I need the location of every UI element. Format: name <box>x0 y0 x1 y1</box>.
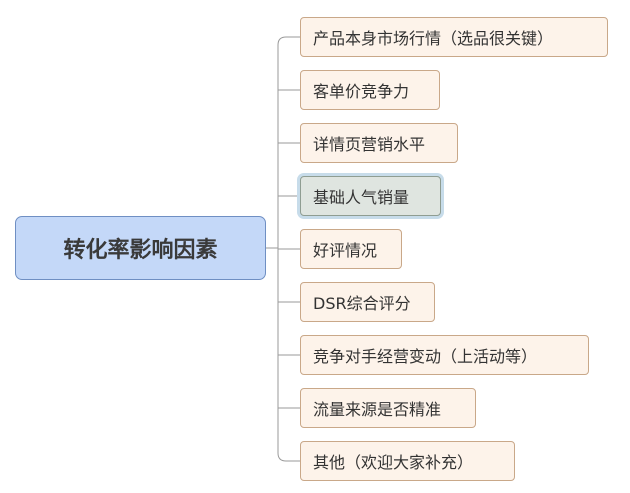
central-topic-label: 转化率影响因素 <box>63 237 218 263</box>
topic-price-competitiveness[interactable]: 客单价竞争力 <box>300 70 440 110</box>
topic-label: DSR综合评分 <box>313 294 411 313</box>
topic-label: 流量来源是否精准 <box>313 400 442 419</box>
central-topic[interactable]: 转化率影响因素 <box>15 216 266 280</box>
topic-label: 好评情况 <box>313 241 378 260</box>
topic-label: 客单价竞争力 <box>313 82 410 101</box>
topic-market-trend[interactable]: 产品本身市场行情（选品很关键） <box>300 17 608 57</box>
topic-label: 竞争对手经营变动（上活动等） <box>313 347 538 366</box>
topic-positive-reviews[interactable]: 好评情况 <box>300 229 402 269</box>
topic-competitor-changes[interactable]: 竞争对手经营变动（上活动等） <box>300 335 589 375</box>
topic-dsr-score[interactable]: DSR综合评分 <box>300 282 435 322</box>
topic-label: 其他（欢迎大家补充） <box>313 453 474 472</box>
topic-others[interactable]: 其他（欢迎大家补充） <box>300 441 515 481</box>
topic-label: 基础人气销量 <box>313 188 410 207</box>
branch-connector <box>277 36 300 46</box>
branch-connector <box>277 452 300 462</box>
topic-label: 详情页营销水平 <box>313 135 426 154</box>
topic-label: 产品本身市场行情（选品很关键） <box>313 29 554 48</box>
topic-detail-page-marketing[interactable]: 详情页营销水平 <box>300 123 458 163</box>
topic-base-popularity-sales[interactable]: 基础人气销量 <box>300 176 441 216</box>
topic-traffic-precision[interactable]: 流量来源是否精准 <box>300 388 476 428</box>
